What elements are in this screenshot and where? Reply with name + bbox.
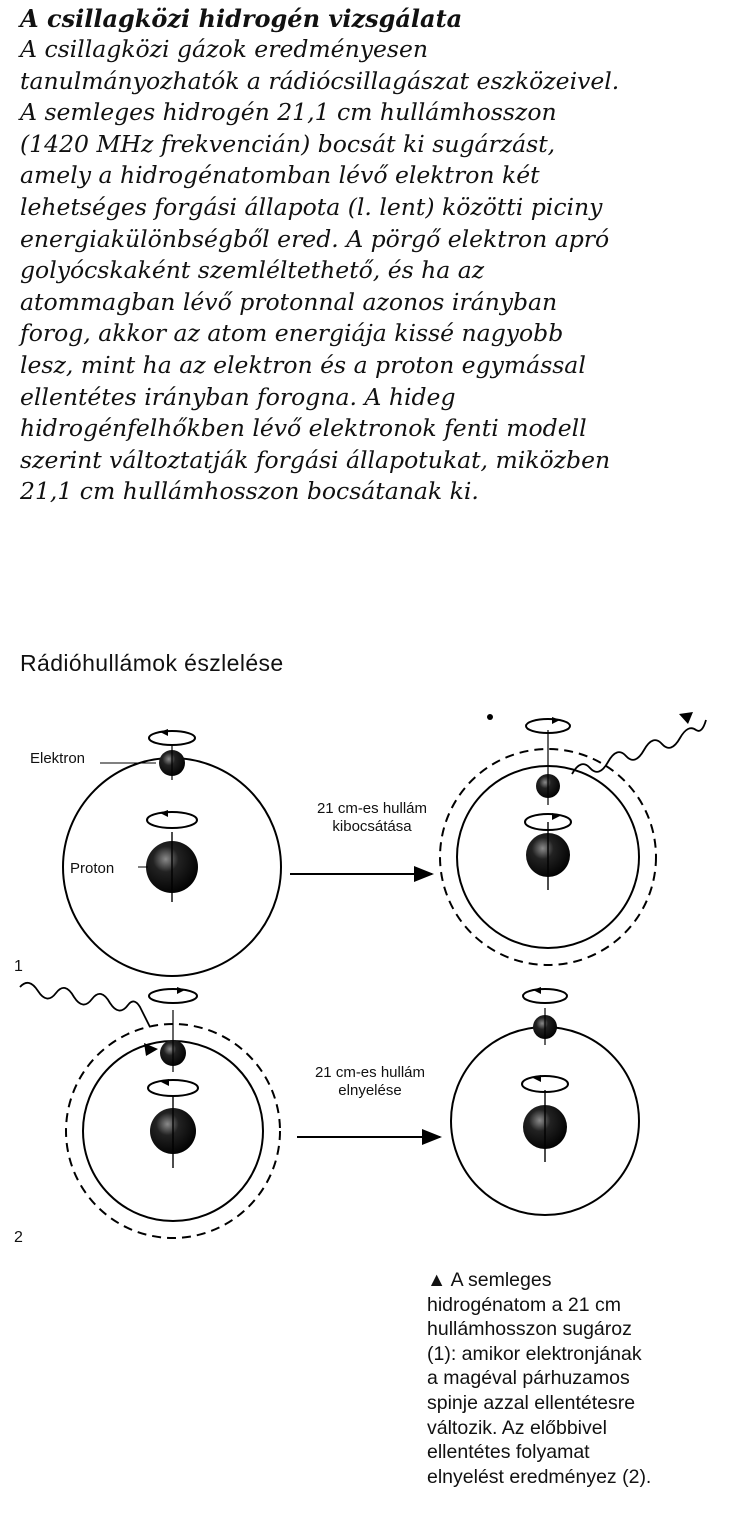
article-title: A csillagközi hidrogén vizsgálata [20,4,463,33]
article-line: 21,1 cm hullámhosszon bocsátanak ki. [20,477,479,506]
atom-top-left [62,729,282,977]
proton-ball [146,832,198,902]
caption-line: változik. Az előbbivel [427,1416,607,1439]
spin-arrow-icon [522,987,568,1004]
electron-ball [160,1010,186,1072]
absorption-label-line1: 21 cm-es hullám [314,1064,426,1081]
photon-dot [487,714,493,720]
spin-arrow-icon [525,717,571,734]
spin-arrow-icon [148,987,198,1004]
spin-arrow-icon [147,1079,199,1097]
absorption-label: 21 cm-es hullám elnyelése [300,1064,440,1100]
caption-line: ▲ A semleges [427,1269,552,1291]
caption-line: ellentétes folyamat [427,1441,590,1464]
spin-arrow-icon [148,729,196,746]
hydrogen-spin-diagram: Elektron Proton 21 cm-es hullám kibocsát… [0,690,744,1270]
atom-bottom-right [450,987,640,1216]
electron-ball [533,1008,557,1045]
article-line: lesz, mint ha az elektron és a proton eg… [20,350,586,379]
article-line: tanulmányozhatók a rádiócsillagászat esz… [20,66,620,95]
absorption-label-line2: elnyelése [338,1082,402,1099]
caption-line: spinje azzal ellentétesre [427,1391,636,1414]
article-line: hidrogénfelhőkben lévő elektronok fenti … [20,414,587,443]
article-line: (1420 MHz frekvencián) bocsát ki sugárzá… [20,129,556,158]
section-title: Rádióhullámok észlelése [20,650,284,676]
emission-label: 21 cm-es hullám kibocsátása [302,800,442,836]
marker-2: 2 [14,1229,23,1246]
article-line: forog, akkor az atom energiája kissé nag… [20,319,564,348]
wave-arrowhead-icon [679,712,693,724]
caption-line: (1): amikor elektronjának [427,1342,642,1365]
article-line: energiakülönbségből ered. A pörgő elektr… [20,224,610,253]
spin-arrow-icon [146,810,198,829]
marker-1: 1 [14,958,23,975]
diagram-graphics [19,712,707,1239]
proton-ball [526,822,570,890]
atom-bottom-left [19,981,281,1239]
caption-line: elnyelést eredményez (2). [427,1465,652,1488]
article-line: ellentétes irányban forogna. A hideg [20,382,456,411]
caption-line: hidrogénatom a 21 cm [427,1293,622,1316]
article-line: atommagban lévő protonnal azonos irányba… [20,287,558,316]
article: A csillagközi hidrogén vizsgálata A csil… [20,4,735,508]
electron-ball [536,730,560,805]
proton-label: Proton [70,860,115,877]
wave-absorbed [19,981,151,1028]
wave-arrowhead-icon [144,1043,158,1056]
electron-label: Elektron [30,750,86,767]
emission-label-line1: 21 cm-es hullám [316,800,428,817]
spin-arrow-icon [521,1075,569,1093]
article-line: A csillagközi gázok eredményesen [20,35,429,63]
wave-emitted [571,719,707,775]
caption-line: hullámhosszon sugároz [427,1318,632,1341]
article-line: lehetséges forgási állapota (l. lent) kö… [20,192,603,221]
dashed-orbit-circle [439,748,657,966]
emission-label-line2: kibocsátása [332,818,412,835]
article-line: golyócskaként szemléltethető, és ha az [20,256,485,285]
article-line: A semleges hidrogén 21,1 cm hullámhosszo… [20,98,557,127]
figure-caption: ▲ A semleges hidrogénatom a 21 cm hullám… [427,1268,737,1489]
proton-ball [150,1095,196,1168]
article-line: amely a hidrogénatomban lévő elektron ké… [20,161,540,190]
electron-ball [159,745,185,780]
article-line: szerint változtatják forgási állapotukat… [20,445,611,474]
caption-line: a magéval párhuzamos [427,1367,630,1390]
proton-ball [523,1090,567,1162]
spin-arrow-icon [524,813,572,831]
atom-top-right [439,712,707,966]
